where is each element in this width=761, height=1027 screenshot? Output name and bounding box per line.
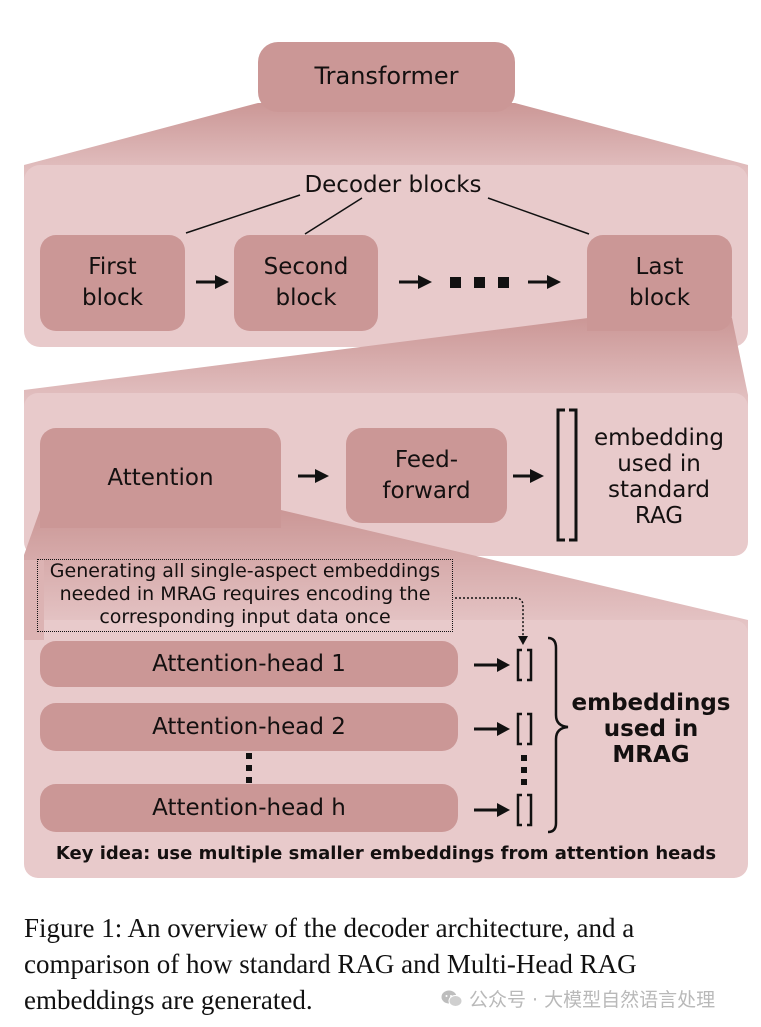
ellipsis-dot: [521, 779, 527, 785]
first-block-line2: block: [81, 285, 144, 311]
zoom-funnel-attention: [24, 510, 748, 640]
attention-label: Attention: [107, 464, 214, 491]
standard-rag-line: RAG: [634, 503, 684, 529]
arrow-icon: [474, 803, 510, 817]
ellipsis-dot: [521, 767, 527, 773]
ellipsis-dot: [474, 277, 485, 288]
mrag-line: embeddings: [571, 690, 731, 716]
caption-line: comparison of how standard RAG and Multi…: [24, 949, 637, 979]
last-block-line2: block: [628, 285, 691, 311]
standard-rag-label: embedding used in standard RAG: [584, 425, 734, 529]
attention-head-label: Attention-head h: [152, 794, 346, 821]
feedforward-line1: Feed-: [394, 446, 459, 473]
connector-line: [487, 197, 590, 235]
attention-head-1: Attention-head 1: [40, 641, 458, 687]
ellipsis-dot: [246, 777, 252, 783]
caption-line: Figure 1: An overview of the decoder arc…: [24, 913, 635, 943]
connector-line: [304, 197, 363, 235]
decoder-panel: [24, 165, 748, 347]
standard-rag-line: standard: [607, 477, 711, 503]
ellipsis-dot: [498, 277, 509, 288]
note-line: corresponding input data once: [99, 606, 391, 628]
arrow-icon: [528, 275, 561, 289]
watermark: 公众号 · 大模型自然语言处理: [441, 985, 715, 1012]
transformer-block: [258, 42, 515, 112]
mrag-line: used in: [603, 716, 699, 742]
first-block-line1: First: [88, 254, 137, 280]
standard-embedding-bracket: [556, 408, 578, 542]
mrag-embeddings-label: embeddings used in MRAG: [566, 690, 736, 768]
watermark-text: 公众号 · 大模型自然语言处理: [469, 989, 716, 1011]
attention-block: Attention: [40, 428, 281, 528]
last-block-line1: Last: [635, 254, 684, 280]
figure-caption: Figure 1: An overview of the decoder arc…: [24, 910, 748, 1018]
ellipsis-dot: [246, 753, 252, 759]
arrow-icon: [298, 469, 329, 483]
head-embedding-bracket: [516, 712, 533, 746]
second-block: Second block: [234, 235, 378, 331]
wechat-icon: [441, 990, 463, 1007]
dotted-connector: [455, 597, 524, 637]
dotted-connector-arrowhead: [518, 636, 528, 645]
mrag-curly-brace: [547, 636, 569, 834]
mrag-note: Generating all single-aspect embeddings …: [37, 559, 453, 632]
mrag-line: MRAG: [612, 742, 690, 768]
attention-head-2: Attention-head 2: [40, 703, 458, 751]
key-idea: Key idea: use multiple smaller embedding…: [55, 843, 717, 864]
note-line: needed in MRAG requires encoding the: [59, 583, 431, 605]
feedforward-line2: forward: [382, 477, 471, 504]
note-line: Generating all single-aspect embeddings: [49, 560, 441, 582]
last-block: Last block: [587, 235, 732, 331]
attention-head-label: Attention-head 1: [152, 650, 346, 677]
transformer-title: Transformer: [314, 62, 459, 90]
arrow-icon: [196, 275, 229, 289]
first-block: First block: [40, 235, 185, 331]
second-block-line2: block: [275, 285, 337, 311]
caption-line: embeddings are generated.: [24, 985, 313, 1015]
attention-head-label: Attention-head 2: [152, 713, 346, 740]
head-embedding-bracket: [516, 793, 533, 827]
standard-rag-line: embedding: [593, 425, 725, 451]
arrow-icon: [399, 275, 432, 289]
arrow-icon: [474, 722, 510, 736]
ellipsis-dot: [521, 755, 527, 761]
head-embedding-bracket: [516, 648, 533, 682]
standard-rag-line: used in: [617, 451, 701, 477]
ellipsis-dot: [450, 277, 461, 288]
attention-head-h: Attention-head h: [40, 784, 458, 832]
ellipsis-dot: [246, 765, 252, 771]
decoder-blocks-label: Decoder blocks: [304, 172, 482, 198]
feedforward-block: Feed-forward: [346, 428, 507, 523]
connector-line: [185, 194, 301, 234]
arrow-icon: [513, 469, 544, 483]
second-block-line1: Second: [263, 254, 349, 280]
arrow-icon: [474, 658, 510, 672]
